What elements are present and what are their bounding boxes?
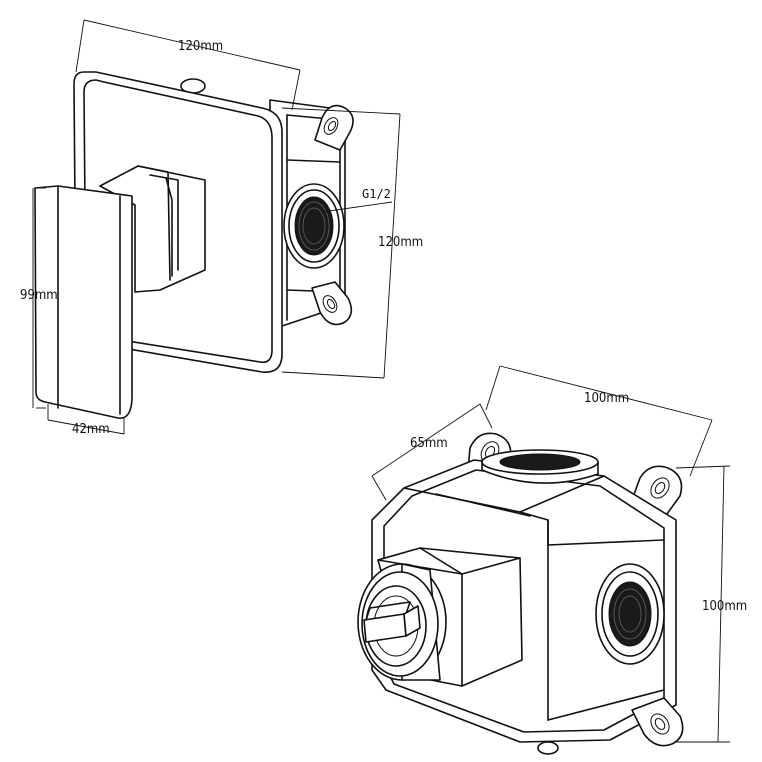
thread-label: G1/2 [362, 187, 391, 201]
dim-front-height: 120mm [281, 107, 423, 379]
box-port-right [595, 563, 665, 665]
dim-handle-depth: 42mm [47, 404, 125, 437]
lug-upper-right [314, 104, 354, 151]
faceplate-assembly: 120mm 120mm G1/2 99mm 42mm [20, 19, 423, 437]
spindle-cap [357, 563, 447, 681]
dim-box-height-label: 100mm [702, 599, 747, 614]
dim-box-width-label: 100mm [584, 391, 629, 406]
dim-handle-depth-label: 42mm [72, 422, 110, 437]
dim-box-width: 100mm [485, 365, 713, 477]
lever-handle [34, 185, 133, 419]
dim-front-width: 120mm [75, 19, 301, 111]
dim-box-height: 100mm [675, 465, 747, 743]
dim-handle-height-label: 99mm [20, 288, 58, 303]
box-port-top [481, 449, 599, 484]
lug-lower-right [311, 281, 353, 326]
dim-front-height-label: 120mm [378, 235, 423, 250]
thread-callout: G1/2 [321, 187, 393, 213]
dim-handle-height: 99mm [20, 187, 58, 409]
dim-box-depth: 65mm [371, 403, 493, 501]
box-lug-bottom-right [537, 697, 684, 755]
dim-front-width-label: 120mm [178, 39, 223, 54]
g12-port [283, 183, 345, 269]
dim-box-depth-label: 65mm [410, 436, 448, 451]
valve-box-assembly: 100mm 65mm 100mm [357, 365, 747, 755]
